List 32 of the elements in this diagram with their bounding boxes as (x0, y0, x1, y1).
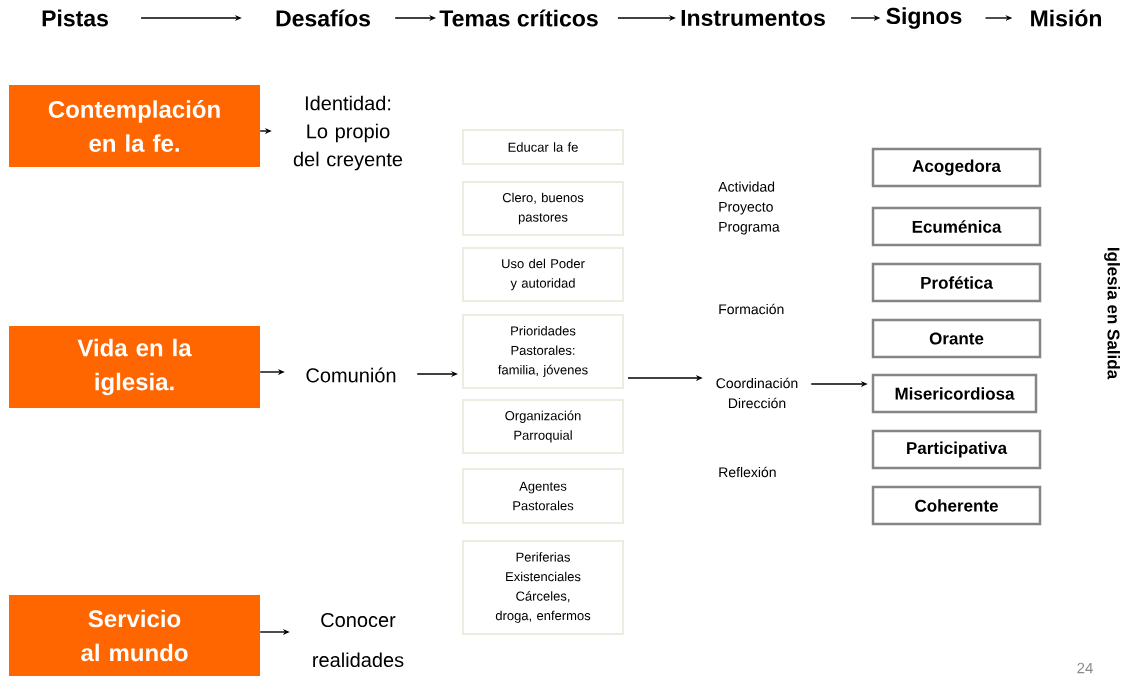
column-heading: Signos (886, 7, 962, 29)
pista-box: Servicio al mundo (9, 595, 260, 676)
topic-box: Agentes Pastorales (462, 468, 624, 524)
sign-box: Misericordiosa (871, 373, 1038, 414)
sign-box: Profética (871, 262, 1042, 303)
column-heading: Temas críticos (439, 9, 598, 27)
topic-box: Uso del Poder y autoridad (462, 247, 624, 302)
pista-box: Vida en la iglesia. (9, 326, 260, 408)
sign-box: Acogedora (871, 147, 1042, 188)
topic-box: Prioridades Pastorales: familia, jóvenes (462, 314, 624, 389)
sign-box: Orante (871, 318, 1042, 359)
instrument-text: Coordinación Dirección (716, 377, 798, 409)
topic-box: Periferias Existenciales Cárceles, droga, enfermos (462, 540, 624, 635)
topic-box: Organización Parroquial (462, 399, 624, 454)
pista-box: Contemplación en la fe. (9, 85, 260, 167)
instrument-text: Formación (719, 303, 784, 315)
instrument-text: Reflexión (719, 466, 776, 478)
column-heading: Misión (1031, 9, 1101, 27)
mission-text: Iglesia en Salida (1104, 248, 1120, 380)
column-heading: Pistas (42, 9, 108, 27)
page-number: 24 (1077, 662, 1093, 674)
challenge-text: Conocer realidades (313, 612, 404, 668)
topic-box: Clero, buenos pastores (462, 181, 624, 236)
column-heading: Instrumentos (681, 9, 825, 26)
challenge-text: Comunión (306, 367, 396, 383)
sign-box: Participativa (871, 429, 1042, 470)
column-heading: Desafíos (276, 9, 370, 27)
sign-box: Ecuménica (871, 206, 1042, 247)
topic-box: Educar la fe (462, 129, 624, 165)
instrument-text: Actividad Proyecto Programa (718, 181, 780, 235)
sign-box: Coherente (871, 485, 1042, 526)
challenge-text: Identidad: Lo propio del creyente (293, 95, 403, 171)
